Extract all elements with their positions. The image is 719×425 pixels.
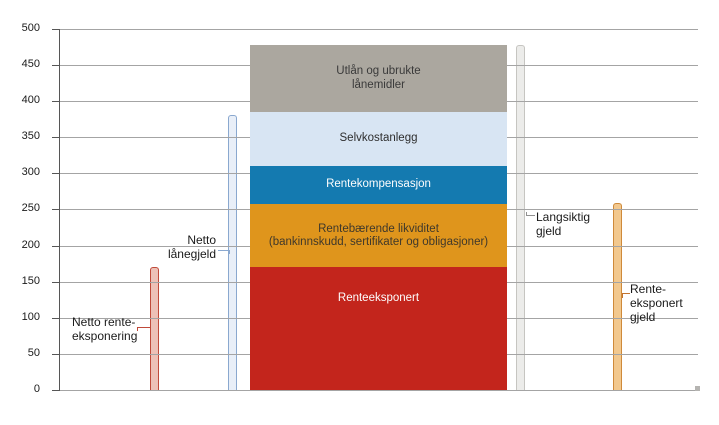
y-axis-tick-label: 50 — [27, 347, 40, 359]
segment-renteeksponert: Renteeksponert — [250, 267, 507, 390]
bar-netto-laanegjeld — [228, 115, 237, 390]
y-axis-tick-label: 100 — [21, 311, 40, 323]
y-axis-tick — [52, 282, 60, 283]
y-axis-tick-label: 500 — [21, 22, 40, 34]
bar-langsiktig-gjeld — [516, 45, 525, 390]
pointer-hook-netto-laanegjeld — [229, 250, 230, 254]
pointer-hook-langsiktig-gjeld — [526, 212, 527, 216]
pointer-hook-netto-renteeksponering — [137, 327, 138, 331]
y-axis-tick — [52, 390, 60, 391]
segment-rentekompensasjon: Rentekompensasjon — [250, 166, 507, 204]
pointer-line-netto-renteeksponering — [137, 327, 151, 328]
y-axis-tick-label: 0 — [33, 383, 40, 395]
y-axis-tick — [52, 65, 60, 66]
bar-netto-renteeksponering — [150, 267, 159, 390]
y-axis-tick — [52, 101, 60, 102]
segment-rentebaerende-likviditet: Rentebærende likviditet (bankinnskudd, s… — [250, 204, 507, 267]
gridline — [59, 29, 698, 30]
y-axis-tick — [52, 246, 60, 247]
y-axis-tick — [52, 354, 60, 355]
bar-renteeksponert-gjeld — [613, 203, 622, 390]
y-axis-line — [59, 29, 60, 391]
stacked-bar-langsiktig-gjeld: Utlån og ubrukte lånemidler Selvkostanle… — [250, 45, 507, 390]
pointer-line-renteeksponert-gjeld — [622, 293, 630, 294]
pointer-line-langsiktig-gjeld — [526, 215, 535, 216]
y-axis-tick-label: 300 — [21, 166, 40, 178]
segment-label: Rentekompensasjon — [326, 178, 431, 191]
annotation-netto-renteeksponering: Netto rente- eksponering — [72, 315, 138, 343]
y-axis-tick-label: 350 — [21, 130, 40, 142]
gridline — [59, 390, 698, 391]
pointer-hook-renteeksponert-gjeld — [622, 293, 623, 298]
y-axis-tick — [52, 318, 60, 319]
y-axis-tick-label: 250 — [21, 202, 40, 214]
y-axis-tick-label: 150 — [21, 275, 40, 287]
y-axis-tick — [52, 137, 60, 138]
pointer-line-netto-laanegjeld — [218, 250, 230, 251]
segment-utlaan-og-ubrukte-laanemidler: Utlån og ubrukte lånemidler — [250, 45, 507, 112]
y-axis-tick-label: 200 — [21, 239, 40, 251]
segment-label: Rentebærende likviditet (bankinnskudd, s… — [268, 223, 489, 248]
segment-selvkostanlegg: Selvkostanlegg — [250, 112, 507, 166]
annotation-langsiktig-gjeld: Langsiktig gjeld — [536, 210, 591, 238]
y-axis-tick — [52, 209, 60, 210]
segment-label: Selvkostanlegg — [339, 132, 418, 145]
y-axis-tick — [52, 173, 60, 174]
plot-corner-marker — [695, 386, 700, 391]
segment-label: Renteeksponert — [337, 292, 420, 304]
annotation-netto-laanegjeld: Netto lånegjeld — [167, 233, 216, 261]
y-axis-tick — [52, 29, 60, 30]
y-axis-tick-label: 450 — [21, 58, 40, 70]
segment-label: Utlån og ubrukte lånemidler — [336, 65, 421, 91]
annotation-renteeksponert-gjeld: Rente- eksponert gjeld — [630, 282, 683, 324]
y-axis-tick-label: 400 — [21, 94, 40, 106]
